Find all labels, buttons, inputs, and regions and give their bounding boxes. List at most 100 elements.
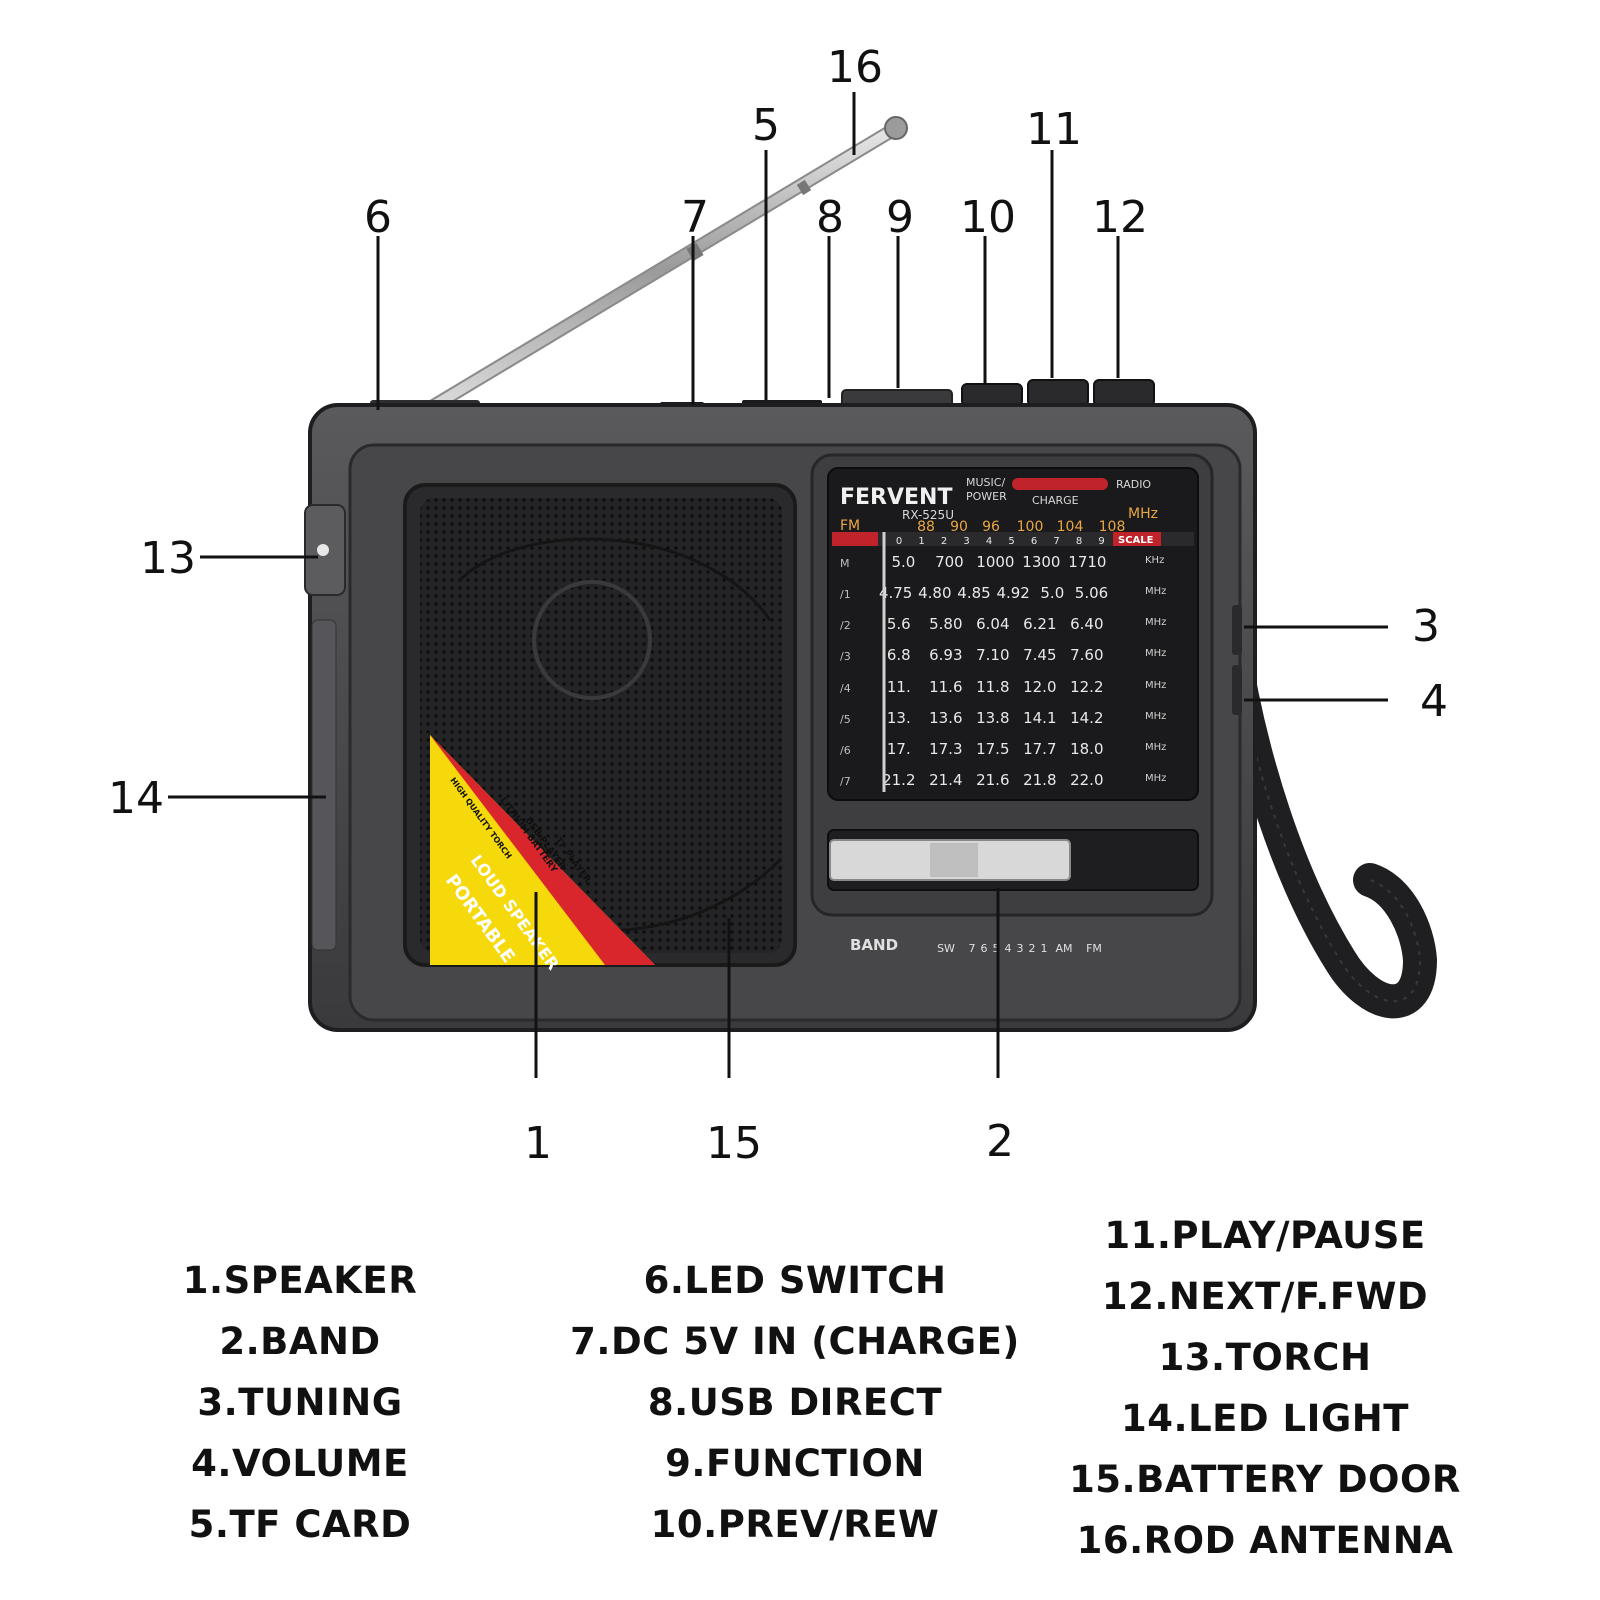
- fm-scale: 88 90 96 100 104 108: [917, 519, 1125, 535]
- legend-item: 12.NEXT/F.FWD: [1101, 1275, 1429, 1318]
- band-position-label: 6: [981, 942, 988, 955]
- band-row-value: 4.92: [996, 584, 1029, 602]
- fm-scale-value: 104: [1057, 519, 1084, 535]
- band-position-label: AM: [1055, 942, 1072, 955]
- fm-scale-value: 100: [1017, 519, 1044, 535]
- band-row-value: 5.0: [1040, 584, 1064, 602]
- band-row-value: 5.80: [929, 615, 962, 633]
- band-row-value: 21.2: [882, 771, 915, 789]
- volume-knob[interactable]: [1232, 665, 1242, 715]
- charge-label: CHARGE: [1032, 494, 1079, 507]
- legend-column-2: 6.LED SWITCH 7.DC 5V IN (CHARGE) 8.USB D…: [560, 1250, 1030, 1555]
- mhz-label: MHz: [1128, 506, 1158, 522]
- callout-10: 10: [960, 192, 1016, 243]
- band-row-value: 13.: [887, 709, 911, 727]
- fm-scale-value: 90: [950, 519, 968, 535]
- band-row-value: 22.0: [1070, 771, 1103, 789]
- callout-6: 6: [364, 192, 392, 243]
- callout-4: 4: [1420, 676, 1448, 727]
- model-label: RX-525U: [902, 508, 954, 522]
- band-row-value: 21.4: [929, 771, 962, 789]
- callout-9: 9: [886, 192, 914, 243]
- band-label: BAND: [850, 936, 898, 954]
- legend-item: 5.TF CARD: [188, 1503, 412, 1546]
- band-row-prefix: /4: [840, 682, 851, 695]
- fm-scale-value: 88: [917, 519, 935, 535]
- legend-item: 14.LED LIGHT: [1121, 1397, 1409, 1440]
- band-row-value: 21.6: [976, 771, 1009, 789]
- dial-scale-tick: 8: [1076, 536, 1082, 547]
- tuning-knob[interactable]: [1232, 605, 1242, 655]
- band-row-unit: MHz: [1145, 586, 1166, 597]
- dial-scale-tick: 5: [1008, 536, 1014, 547]
- fm-scale-value: 108: [1099, 519, 1126, 535]
- band-row-prefix: /7: [840, 775, 851, 788]
- band-row-value: 11.8: [976, 678, 1009, 696]
- legend-item: 10.PREV/REW: [650, 1503, 940, 1546]
- legend-column-3: 11.PLAY/PAUSE 12.NEXT/F.FWD 13.TORCH 14.…: [1055, 1205, 1475, 1571]
- music-power-label-2: POWER: [966, 490, 1007, 503]
- scale-badge: SCALE: [1118, 535, 1154, 546]
- dial-scale-tick: 1: [918, 536, 924, 547]
- band-row-value: 21.8: [1023, 771, 1056, 789]
- band-row-unit: MHz: [1145, 648, 1166, 659]
- band-row-value: 11.: [887, 678, 911, 696]
- next-button[interactable]: [1093, 379, 1155, 407]
- legend-column-1: 1.SPEAKER 2.BAND 3.TUNING 4.VOLUME 5.TF …: [150, 1250, 450, 1555]
- band-row-unit: MHz: [1145, 742, 1166, 753]
- brand-logo: FERVENT: [840, 485, 952, 510]
- prev-button[interactable]: [961, 383, 1023, 407]
- band-position-label: 1: [1041, 942, 1048, 955]
- band-row-value: 17.7: [1023, 740, 1056, 758]
- legend-item: 11.PLAY/PAUSE: [1104, 1214, 1426, 1257]
- music-power-label-1: MUSIC/: [966, 476, 1005, 489]
- band-position-label: SW: [937, 942, 955, 955]
- band-row-value: 17.: [887, 740, 911, 758]
- legend-item: 16.ROD ANTENNA: [1076, 1519, 1454, 1562]
- callout-3: 3: [1412, 601, 1440, 652]
- dial-scale-tick: 6: [1031, 536, 1037, 547]
- dial-scale-tick: 9: [1098, 536, 1104, 547]
- band-position-label: FM: [1086, 942, 1102, 955]
- band-row-value: 7.60: [1070, 646, 1103, 664]
- band-row-value: 4.75: [879, 584, 912, 602]
- legend-item: 4.VOLUME: [191, 1442, 409, 1485]
- rod-antenna[interactable]: [423, 116, 908, 415]
- callout-14: 14: [108, 773, 164, 824]
- band-row-unit: MHz: [1145, 617, 1166, 628]
- dial-scale-tick: 7: [1053, 536, 1059, 547]
- leader-lines: [168, 92, 1388, 1078]
- band-position-label: 5: [993, 942, 1000, 955]
- callout-2: 2: [986, 1116, 1014, 1167]
- band-row-value: 13.8: [976, 709, 1009, 727]
- wrist-strap: [1215, 623, 1438, 1019]
- legend-item: 3.TUNING: [197, 1381, 403, 1424]
- feature-sticker: PORTABLE LOUD SPEAKER TF PLAYER USB PLAY…: [430, 735, 655, 973]
- band-row-value: 14.1: [1023, 709, 1056, 727]
- band-position-label: 3: [1017, 942, 1024, 955]
- band-position-label: 7: [969, 942, 976, 955]
- band-row-value: 6.21: [1023, 615, 1056, 633]
- band-row-value: 7.10: [976, 646, 1009, 664]
- band-row-value: 4.80: [918, 584, 951, 602]
- band-row-unit: MHz: [1145, 711, 1166, 722]
- callout-5: 5: [752, 100, 780, 151]
- play-pause-button[interactable]: [1027, 379, 1089, 407]
- callout-1: 1: [524, 1118, 552, 1169]
- fm-scale-value: 96: [982, 519, 1000, 535]
- band-position-label: 2: [1029, 942, 1036, 955]
- band-row-value: 1000: [976, 553, 1014, 571]
- band-row-value: 6.04: [976, 615, 1009, 633]
- band-row-value: 6.93: [929, 646, 962, 664]
- band-row-value: 17.5: [976, 740, 1009, 758]
- callout-7: 7: [681, 192, 709, 243]
- legend-item: 1.SPEAKER: [182, 1259, 418, 1302]
- callout-12: 12: [1092, 192, 1148, 243]
- band-row-value: 12.2: [1070, 678, 1103, 696]
- band-row-value: 700: [935, 553, 964, 571]
- band-row-value: 4.85: [957, 584, 990, 602]
- band-position-label: 4: [1005, 942, 1012, 955]
